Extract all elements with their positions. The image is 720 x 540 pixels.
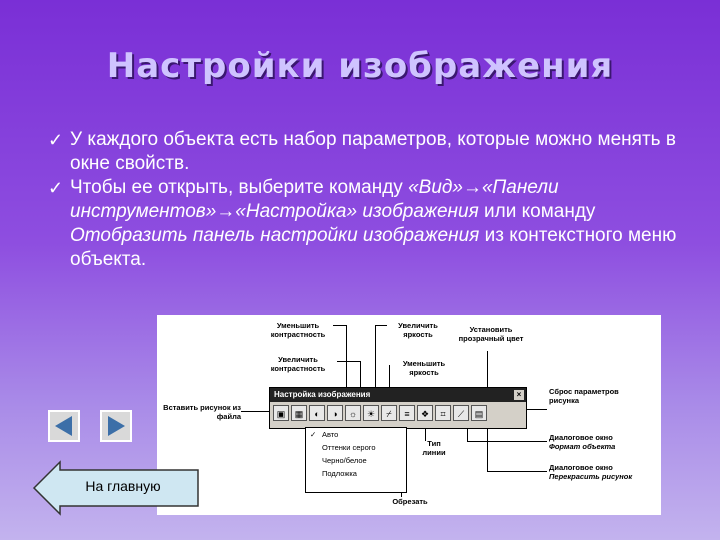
home-button[interactable]: На главную <box>32 460 200 516</box>
leader-line <box>375 325 387 326</box>
window-title: Настройка изображения <box>274 390 371 399</box>
menu-command-path: «Вид»→«Панели инструментов»→«Настройка» … <box>70 177 559 222</box>
leader-line <box>337 361 361 362</box>
toolbar-buttons: ▣ ▦ ◐ ◑ ☼ ☀ ⌿ ≡ ❖ ⌗ ⟋ ▤ <box>270 402 526 424</box>
leader-line <box>333 325 347 326</box>
checkmark-icon: ✓ <box>48 178 64 198</box>
next-slide-button[interactable] <box>100 410 132 442</box>
image-control-menu: ✓Авто Оттенки серого Черно/белое Подложк… <box>305 427 407 493</box>
line-style-button[interactable]: ≡ <box>399 405 415 421</box>
increase-contrast-button[interactable]: ◐ <box>309 405 325 421</box>
menu-item-grayscale[interactable]: Оттенки серого <box>322 443 376 452</box>
context-command: Отобразить панель настройки изображения <box>70 225 480 246</box>
decrease-contrast-button[interactable]: ◑ <box>327 405 343 421</box>
leader-line <box>360 361 361 402</box>
triangle-left-icon <box>55 416 72 436</box>
decrease-brightness-button[interactable]: ☀ <box>363 405 379 421</box>
picture-toolbar-window: Настройка изображения × ▣ ▦ ◐ ◑ ☼ ☀ ⌿ ≡ … <box>269 387 527 429</box>
home-button-label: На главную <box>85 478 161 494</box>
insert-picture-button[interactable]: ▣ <box>273 405 289 421</box>
label-crop: Обрезать <box>392 497 428 506</box>
leader-line <box>467 427 468 441</box>
leader-line <box>487 351 488 402</box>
label-line-type: Тип линии <box>422 439 446 457</box>
leader-line <box>241 411 281 412</box>
checkmark-icon: ✓ <box>310 430 317 439</box>
bullet-text: Чтобы ее открыть, выберите команду <box>70 177 409 198</box>
bullet-text: из контекстного меню объекта. <box>70 225 677 270</box>
label-insert-picture: Вставить рисунок из файла <box>163 403 241 421</box>
label-increase-brightness: Увеличить яркость <box>398 321 438 339</box>
increase-brightness-button[interactable]: ☼ <box>345 405 361 421</box>
label-set-transparent: Установить прозрачный цвет <box>458 325 524 343</box>
toolbar-diagram: Уменьшить контрастность Увеличить контра… <box>157 315 661 515</box>
image-control-button[interactable]: ▦ <box>291 405 307 421</box>
label-decrease-brightness: Уменьшить яркость <box>402 359 446 377</box>
checkmark-icon: ✓ <box>48 130 64 150</box>
bullet-text: У каждого объекта есть набор параметров,… <box>70 129 676 174</box>
triangle-right-icon <box>108 416 125 436</box>
bullet-item: ✓ Чтобы ее открыть, выберите команду «Ви… <box>48 176 688 272</box>
leader-line <box>389 365 390 402</box>
arrow-left-icon <box>32 460 199 516</box>
reset-picture-button[interactable]: ▤ <box>471 405 487 421</box>
close-icon[interactable]: × <box>514 390 524 400</box>
prev-slide-button[interactable] <box>48 410 80 442</box>
window-titlebar: Настройка изображения × <box>270 388 526 402</box>
leader-line <box>346 325 347 402</box>
recolor-button[interactable]: ❖ <box>417 405 433 421</box>
leader-line <box>467 441 547 442</box>
bullet-text: или команду <box>478 201 596 222</box>
leader-line <box>425 427 426 441</box>
bullet-item: ✓ У каждого объекта есть набор параметро… <box>48 128 688 176</box>
set-transparent-button[interactable]: ⟋ <box>453 405 469 421</box>
leader-line <box>519 409 547 410</box>
label-decrease-contrast: Уменьшить контрастность <box>270 321 326 339</box>
menu-item-auto[interactable]: ✓Авто <box>310 430 339 439</box>
page-title: Настройки изображения <box>106 46 614 86</box>
menu-item-black-white[interactable]: Черно/белое <box>322 456 367 465</box>
leader-line <box>375 325 376 402</box>
format-object-button[interactable]: ⌗ <box>435 405 451 421</box>
crop-button[interactable]: ⌿ <box>381 405 397 421</box>
menu-item-watermark[interactable]: Подложка <box>322 469 357 478</box>
leader-line <box>487 427 488 471</box>
leader-line <box>487 471 547 472</box>
bullet-list: ✓ У каждого объекта есть набор параметро… <box>48 128 688 272</box>
label-reset: Сброс параметров рисунка <box>549 387 619 405</box>
label-increase-contrast: Увеличить контрастность <box>270 355 326 373</box>
